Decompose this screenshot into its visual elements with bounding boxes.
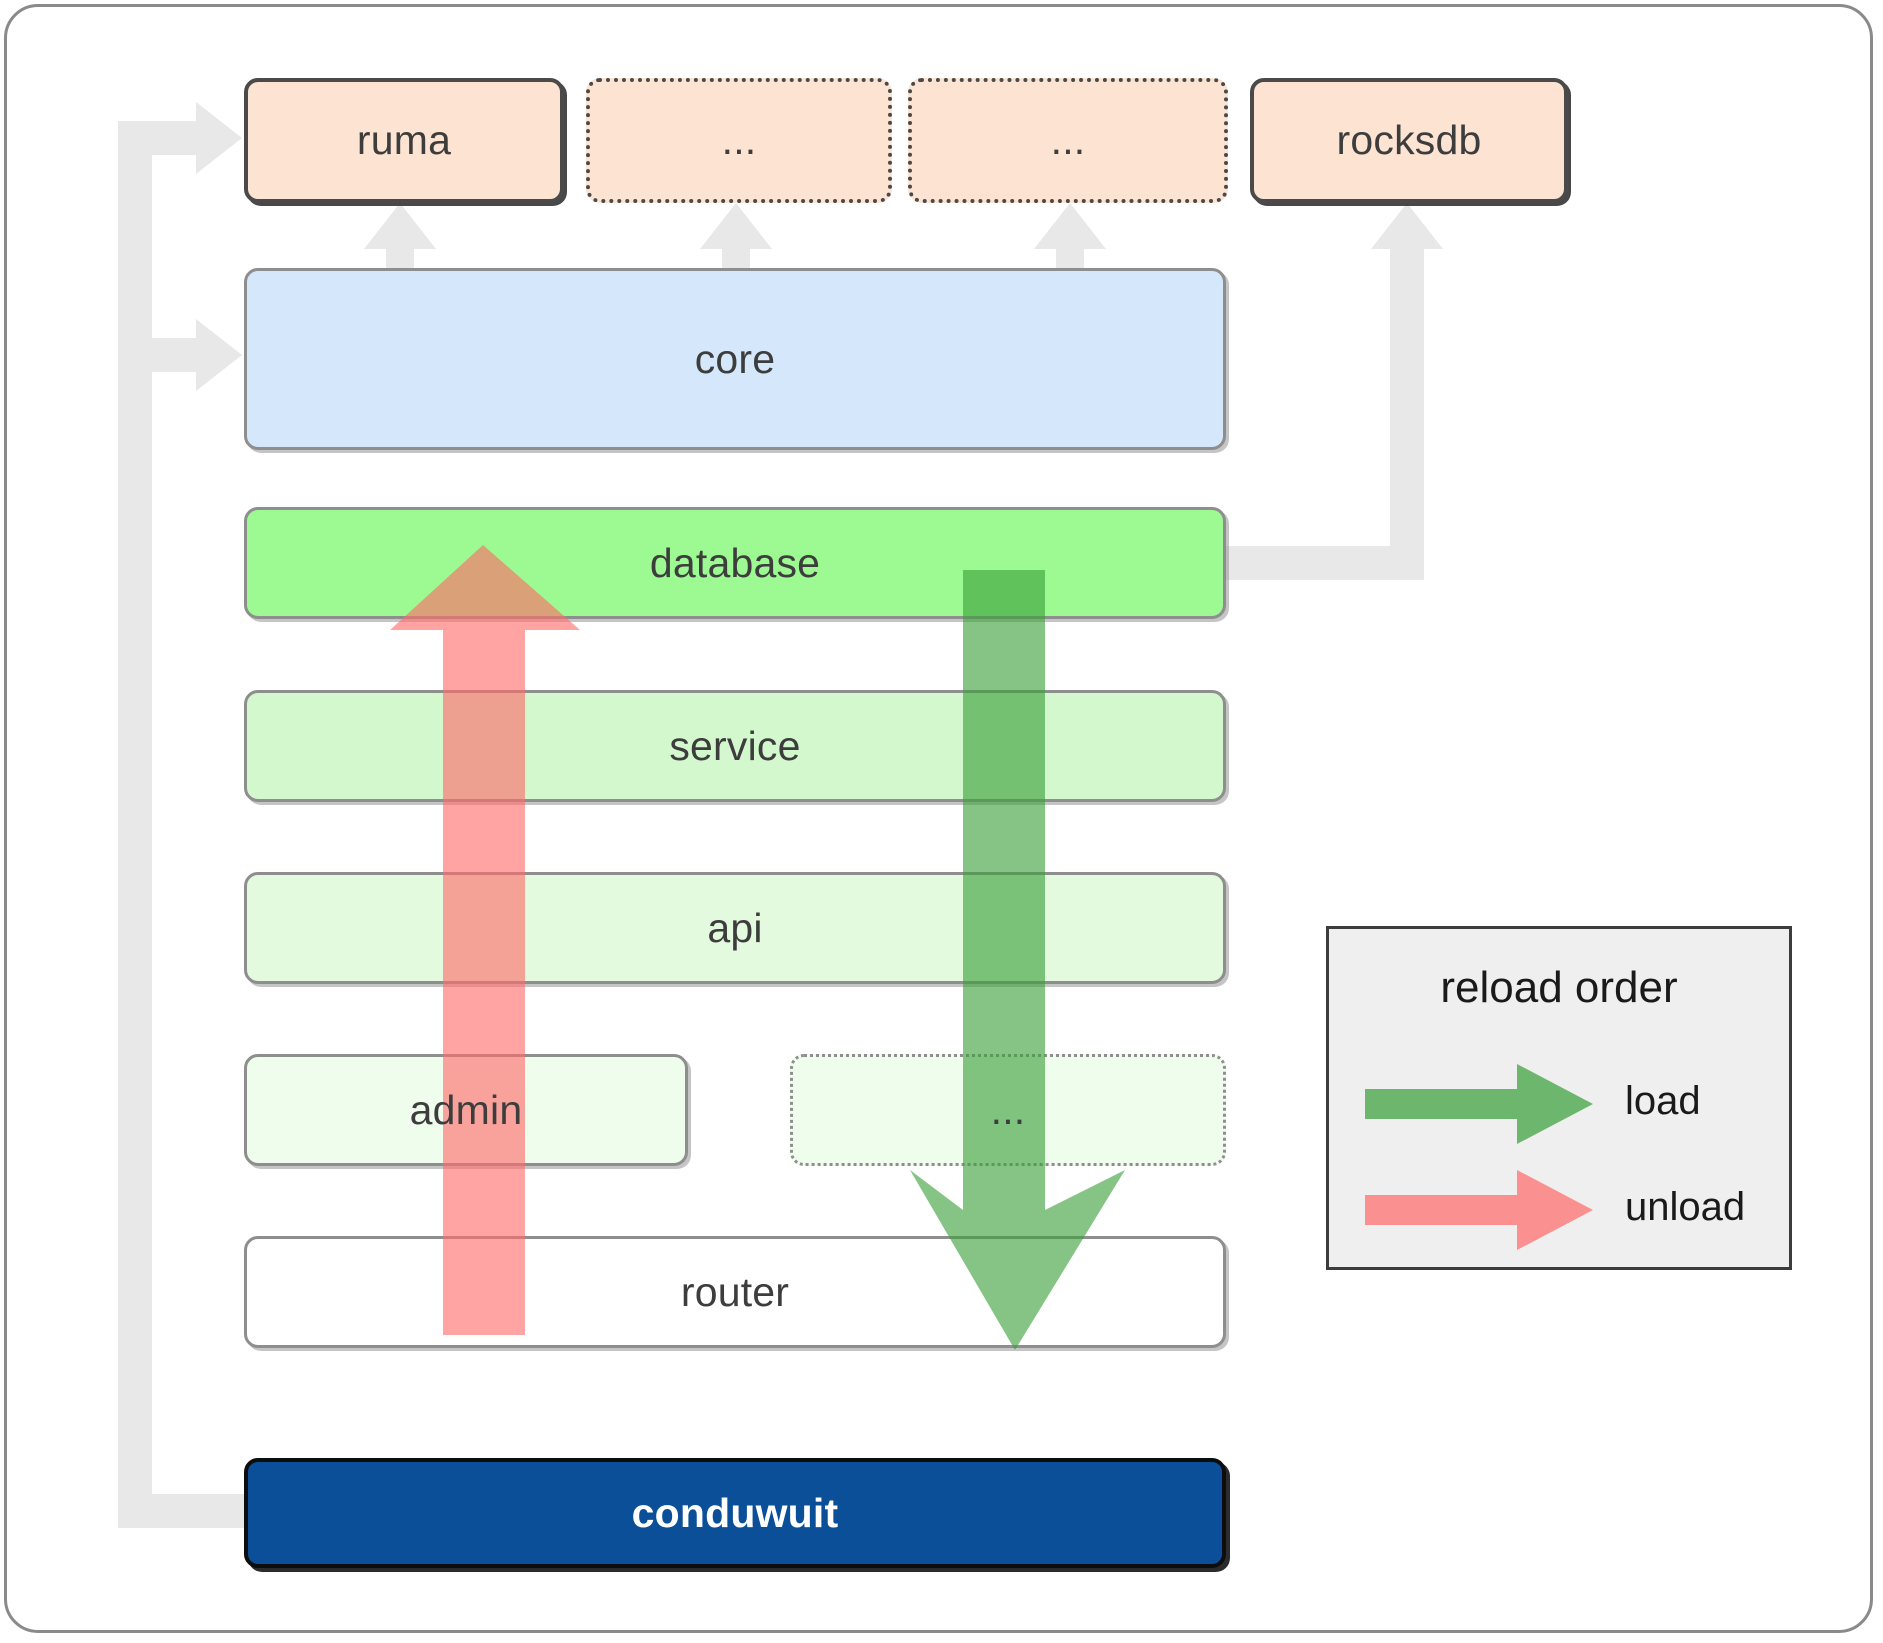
node-ruma-label: ruma bbox=[356, 117, 452, 163]
connector-arrow-into-ruma bbox=[196, 102, 242, 174]
node-core-label: core bbox=[694, 335, 776, 382]
connector-arrow-into-rocksdb bbox=[1371, 203, 1443, 249]
connector-arrow-core-to-ellipsis2 bbox=[1034, 203, 1106, 249]
node-service-label: service bbox=[669, 722, 801, 769]
connector-trunk-to-ruma-horizontal bbox=[118, 121, 196, 155]
load-legend-arrow-icon bbox=[1365, 1064, 1593, 1144]
legend-panel: reload order load unload bbox=[1326, 926, 1792, 1270]
node-service[interactable]: service bbox=[244, 690, 1226, 802]
node-conduwuit-label: conduwuit bbox=[631, 1489, 839, 1536]
connector-arrow-core-to-ellipsis1 bbox=[700, 203, 772, 249]
node-api[interactable]: api bbox=[244, 872, 1226, 984]
node-ellipsis-1[interactable]: ... bbox=[586, 78, 892, 203]
node-ellipsis-1-label: ... bbox=[721, 117, 757, 163]
legend-title: reload order bbox=[1440, 963, 1678, 1012]
node-database-label: database bbox=[649, 539, 821, 586]
node-core[interactable]: core bbox=[244, 268, 1226, 450]
legend-label-load: load bbox=[1625, 1079, 1701, 1123]
node-conduwuit[interactable]: conduwuit bbox=[244, 1458, 1226, 1568]
node-ellipsis-2[interactable]: ... bbox=[908, 78, 1228, 203]
node-plugins-ellipsis-label: ... bbox=[990, 1086, 1026, 1133]
connector-arrow-into-core bbox=[196, 319, 242, 391]
node-rocksdb[interactable]: rocksdb bbox=[1250, 78, 1568, 203]
node-rocksdb-label: rocksdb bbox=[1336, 117, 1482, 163]
node-api-label: api bbox=[707, 904, 763, 951]
connector-arrow-core-to-ruma bbox=[364, 203, 436, 249]
unload-legend-arrow-icon bbox=[1365, 1170, 1593, 1250]
node-ellipsis-2-label: ... bbox=[1050, 117, 1086, 163]
connector-trunk-to-core-horizontal bbox=[118, 338, 196, 372]
node-ruma[interactable]: ruma bbox=[244, 78, 564, 203]
legend-label-unload: unload bbox=[1625, 1185, 1746, 1229]
node-router-label: router bbox=[680, 1268, 790, 1315]
node-admin-label: admin bbox=[409, 1086, 523, 1133]
unload-arrow bbox=[390, 545, 580, 1335]
connector-database-to-rocksdb-vertical bbox=[1390, 228, 1424, 580]
node-database[interactable]: database bbox=[244, 507, 1226, 619]
legend-row-unload: unload bbox=[1329, 1165, 1795, 1255]
legend-row-load: load bbox=[1329, 1059, 1795, 1149]
load-arrow bbox=[910, 570, 1125, 1350]
